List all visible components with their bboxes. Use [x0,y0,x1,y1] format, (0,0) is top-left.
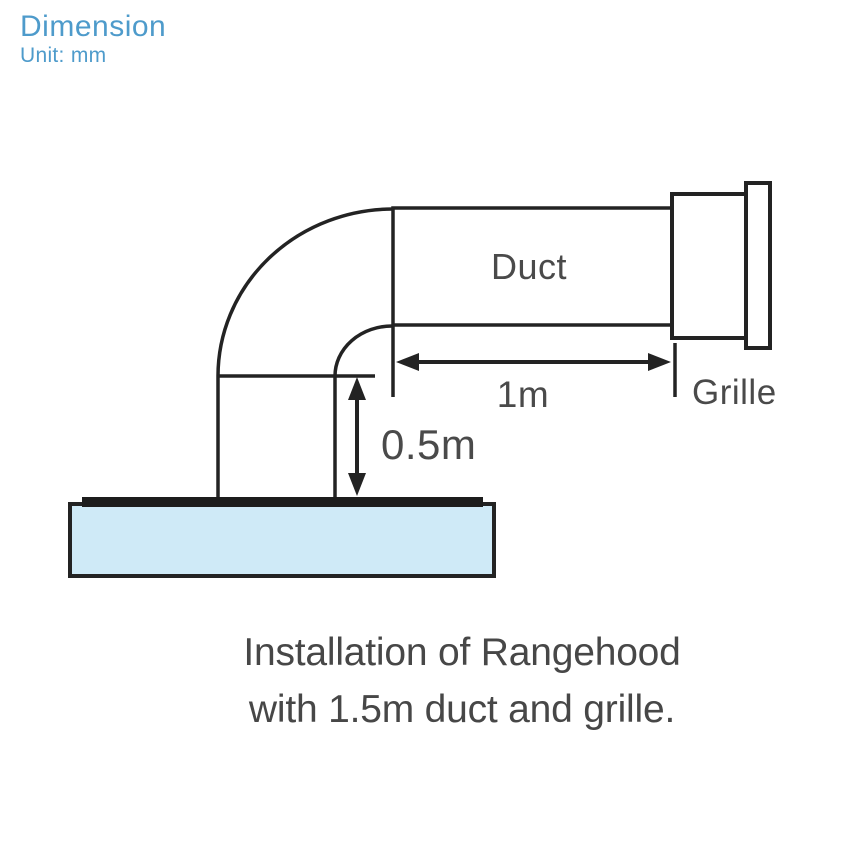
grille-collar [670,192,748,340]
rangehood-body [68,502,496,578]
horizontal-duct [391,206,677,327]
rangehood-top-bar [82,497,483,507]
elbow-inner-arc [333,324,393,377]
unit-note: Unit: mm [20,44,107,67]
caption-line-2: with 1.5m duct and grille. [248,688,676,731]
caption: Installation of Rangehood with 1.5m duct… [243,624,681,738]
dimension-1m-label: 1m [497,374,549,415]
dimension-05m-label: 0.5m [381,421,476,468]
grille-label: Grille [692,373,777,412]
caption-line-1: Installation of Rangehood [243,631,681,674]
elbow-outer-arc [216,207,394,377]
header: Dimension Unit: mm [20,11,166,68]
grille-flange [744,181,772,350]
arrowhead-up-icon [348,377,366,400]
duct-label: Duct [491,246,567,287]
arrowhead-right-icon [648,353,671,371]
page-title: Dimension [20,10,167,43]
arrowhead-down-icon [348,473,366,496]
arrowhead-left-icon [396,353,419,371]
